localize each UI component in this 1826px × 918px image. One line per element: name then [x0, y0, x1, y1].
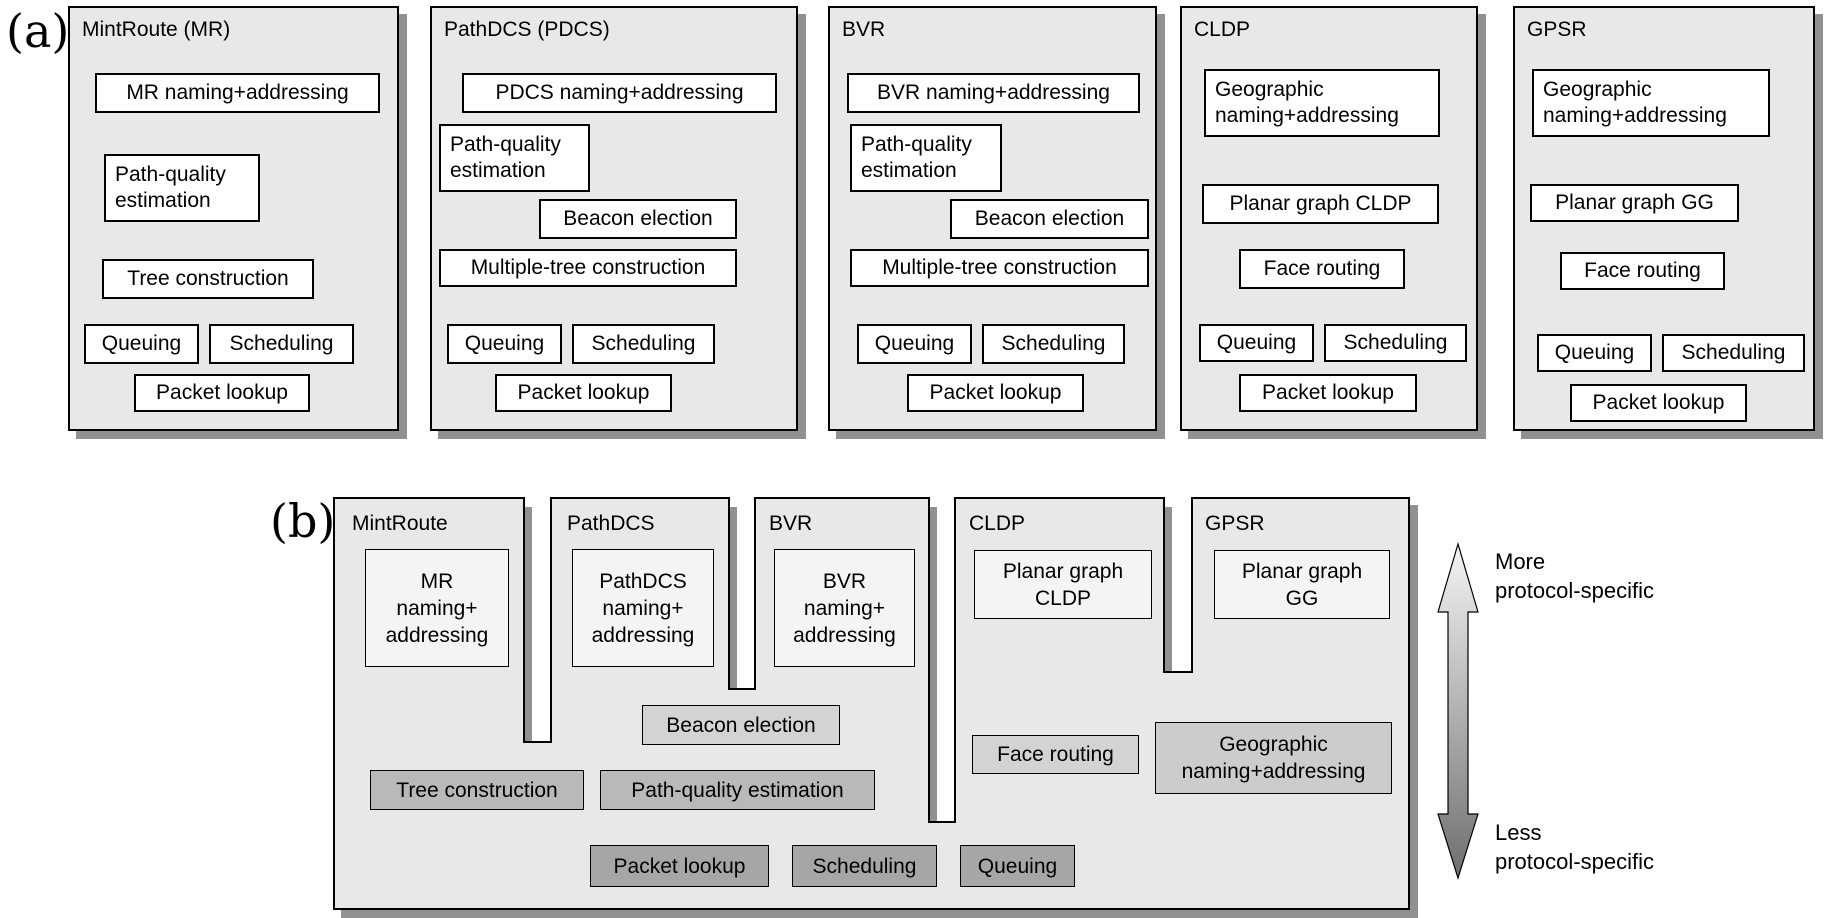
tower-title-cldp: CLDP — [969, 512, 1026, 535]
subfigure-b-label: (b) — [270, 494, 336, 548]
tower-title-pathdcs: PathDCS — [567, 512, 655, 535]
box-planar-graph-gg: Planar graph GG — [1530, 184, 1739, 222]
box-queuing: Queuing — [447, 324, 562, 364]
box-queuing: Queuing — [1199, 324, 1314, 362]
merged-box-bvr-naming-addressing: BVR naming+ addressing — [774, 549, 915, 667]
panel-a-bvr-title: BVR — [842, 18, 886, 41]
tower-divider-slot-4 — [1163, 497, 1193, 673]
box-face-routing: Face routing — [1239, 249, 1405, 289]
panel-a-cldp-title: CLDP — [1194, 18, 1251, 41]
tower-shadow-strip — [930, 507, 937, 821]
tower-shadow-strip — [730, 507, 737, 688]
box-geographic-naming-addressing: Geographic naming+addressing — [1204, 69, 1440, 137]
tower-shadow-strip — [1165, 507, 1172, 671]
box-packet-lookup: Packet lookup — [495, 374, 672, 412]
box-beacon-election: Beacon election — [539, 199, 737, 239]
tower-divider-slot-3 — [928, 497, 956, 823]
tower-divider-slot-2 — [728, 497, 756, 690]
merged-box-beacon-election: Beacon election — [642, 705, 840, 745]
box-face-routing: Face routing — [1560, 252, 1725, 290]
box-packet-lookup: Packet lookup — [907, 374, 1084, 412]
box-path-quality-estimation: Path-quality estimation — [850, 124, 1002, 192]
merged-box-tree-construction: Tree construction — [370, 770, 584, 810]
box-multiple-tree-construction: Multiple-tree construction — [439, 249, 737, 287]
panel-a-mintroute-title: MintRoute (MR) — [82, 18, 231, 41]
more-protocol-specific-label: More protocol-specific — [1495, 549, 1654, 603]
merged-box-planar-graph-cldp: Planar graph CLDP — [974, 550, 1152, 619]
merged-box-geographic-naming-addressing: Geographic naming+addressing — [1155, 722, 1392, 794]
panel-a-pathdcs-title: PathDCS (PDCS) — [444, 18, 610, 41]
panel-b: MintRoute MR naming+ addressing PathDCS Pat… — [333, 497, 1410, 910]
subfigure-a-label: (a) — [6, 4, 70, 58]
box-path-quality-estimation: Path-quality estimation — [104, 154, 260, 222]
merged-box-planar-graph-gg: Planar graph GG — [1214, 550, 1390, 619]
box-scheduling: Scheduling — [1662, 334, 1805, 372]
protocol-specificity-arrow — [1437, 541, 1479, 881]
box-packet-lookup: Packet lookup — [1570, 384, 1747, 422]
panel-a-gpsr-title: GPSR — [1527, 18, 1587, 41]
box-bvr-naming-addressing: BVR naming+addressing — [847, 73, 1140, 113]
tower-divider-slot-1 — [523, 497, 552, 743]
merged-box-queuing: Queuing — [960, 845, 1075, 887]
merged-box-path-quality-estimation: Path-quality estimation — [600, 770, 875, 810]
box-mr-naming-addressing: MR naming+addressing — [95, 73, 380, 113]
box-planar-graph-cldp: Planar graph CLDP — [1202, 184, 1439, 224]
box-queuing: Queuing — [857, 324, 972, 364]
box-packet-lookup: Packet lookup — [1239, 374, 1417, 412]
box-scheduling: Scheduling — [982, 324, 1125, 364]
tower-shadow-strip — [525, 507, 532, 741]
box-beacon-election: Beacon election — [950, 199, 1149, 239]
merged-box-scheduling: Scheduling — [792, 845, 937, 887]
box-packet-lookup: Packet lookup — [134, 374, 310, 412]
box-scheduling: Scheduling — [572, 324, 715, 364]
merged-box-pathdcs-naming-addressing: PathDCS naming+ addressing — [572, 549, 714, 667]
merged-box-face-routing: Face routing — [972, 735, 1139, 774]
tower-title-mintroute: MintRoute — [352, 512, 448, 535]
merged-box-mr-naming-addressing: MR naming+ addressing — [365, 549, 509, 667]
tower-title-gpsr: GPSR — [1205, 512, 1265, 535]
tower-title-bvr: BVR — [769, 512, 813, 535]
box-pdcs-naming-addressing: PDCS naming+addressing — [462, 73, 777, 113]
double-arrow-icon — [1437, 541, 1479, 881]
box-scheduling: Scheduling — [1324, 324, 1467, 362]
box-scheduling: Scheduling — [209, 324, 354, 364]
less-protocol-specific-label: Less protocol-specific — [1495, 820, 1654, 874]
box-queuing: Queuing — [1537, 334, 1652, 372]
box-multiple-tree-construction: Multiple-tree construction — [850, 249, 1149, 287]
box-tree-construction: Tree construction — [102, 259, 314, 299]
box-geographic-naming-addressing: Geographic naming+addressing — [1532, 69, 1770, 137]
box-path-quality-estimation: Path-quality estimation — [439, 124, 590, 192]
merged-box-packet-lookup: Packet lookup — [590, 845, 769, 887]
box-queuing: Queuing — [84, 324, 199, 364]
